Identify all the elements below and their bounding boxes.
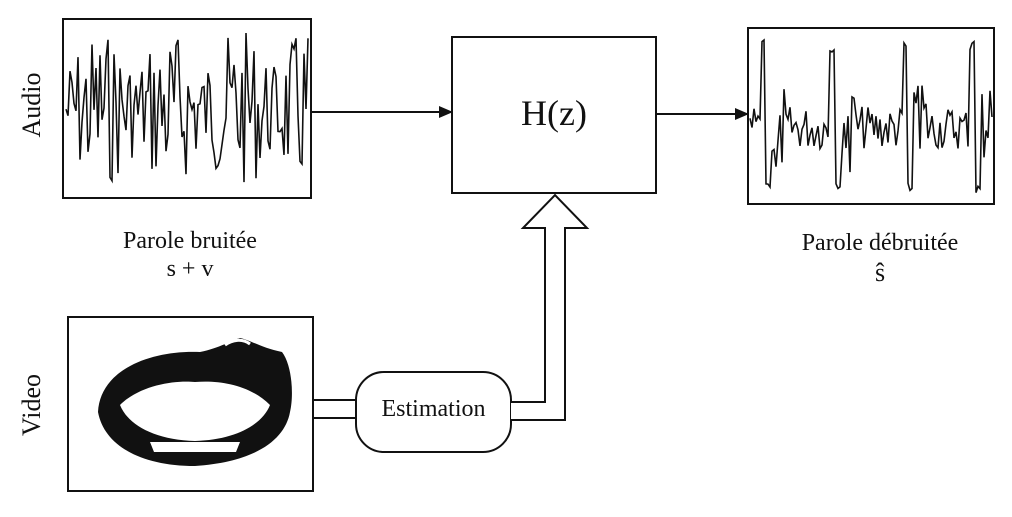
video-row-label: Video	[17, 374, 46, 436]
noisy-speech-caption: Parole bruitée	[123, 228, 257, 254]
lips-icon	[98, 338, 292, 466]
noisy-waveform-icon	[65, 32, 309, 184]
audio-row-label: Audio	[17, 72, 46, 138]
denoised-speech-formula: ŝ	[874, 258, 886, 287]
noisy-speech-formula: s + v	[166, 256, 214, 282]
denoised-speech-caption: Parole débruitée	[801, 230, 959, 256]
filter-label: H(z)	[521, 93, 587, 133]
estimation-label: Estimation	[381, 396, 486, 422]
clean-waveform-icon	[749, 38, 993, 193]
filter-box	[451, 36, 657, 194]
hollow-arrow-estimation-to-filter	[511, 193, 590, 421]
